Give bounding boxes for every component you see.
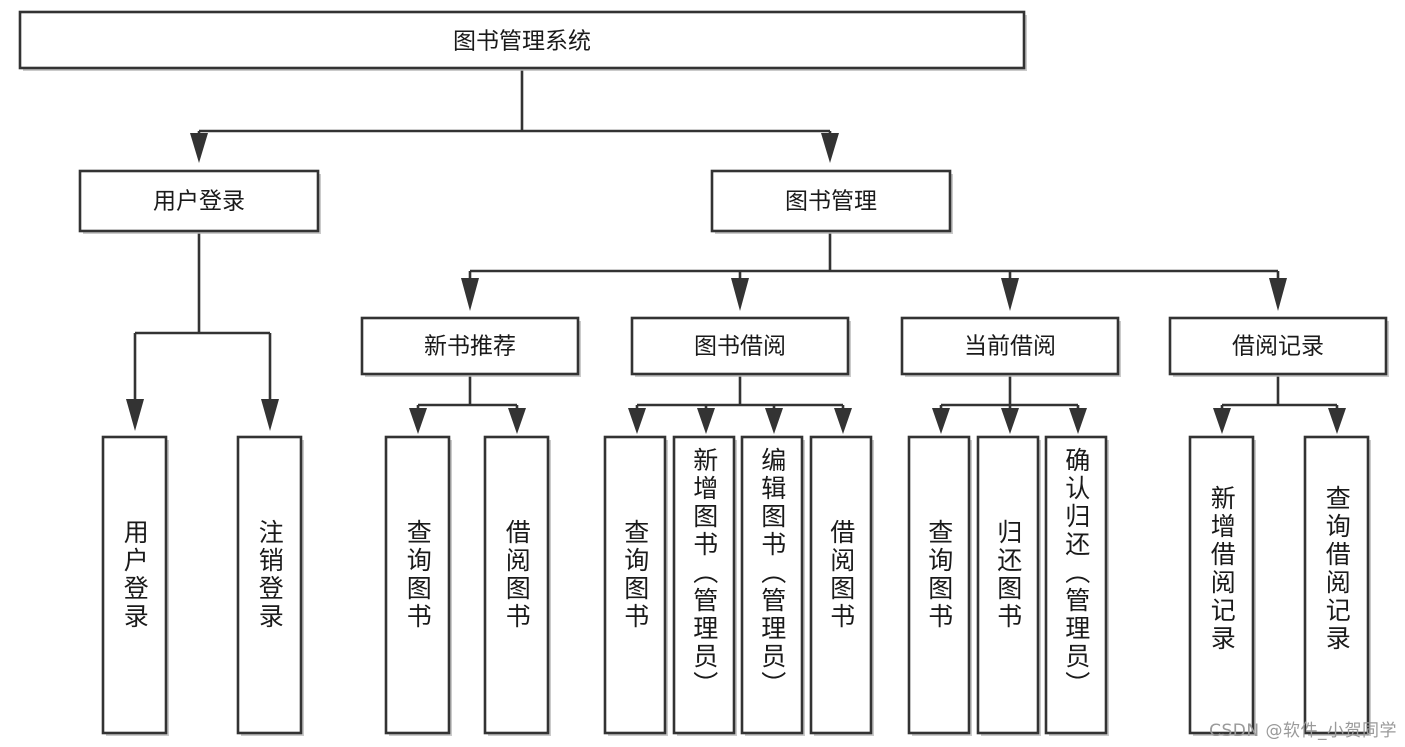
node-current-borrow-label: 当前借阅 — [964, 334, 1056, 360]
arrow-leaf-bb-2 — [697, 408, 715, 434]
leaf-box-br-2[interactable] — [1303, 435, 1370, 735]
leaf-box-cb-3[interactable] — [1044, 435, 1108, 735]
arrow-leaf-br-1 — [1213, 408, 1231, 434]
edge-group-book-borrow — [628, 376, 852, 434]
leaf-box-cb-2[interactable] — [976, 435, 1040, 735]
arrow-user-login — [190, 133, 208, 163]
node-new-book-rec-label: 新书推荐 — [424, 334, 516, 360]
csdn-watermark: CSDN @软件_小贺同学 — [1209, 721, 1397, 741]
arrow-leaf-cb-1 — [932, 408, 950, 434]
node-root-label: 图书管理系统 — [453, 29, 591, 55]
node-root[interactable]: 图书管理系统 — [18, 10, 1027, 71]
arrow-leaf-nbr-1 — [409, 408, 427, 434]
edge-group-user-login — [126, 233, 279, 431]
leaf-box-group — [101, 435, 1371, 736]
leaf-box-nbr-1[interactable] — [384, 435, 451, 735]
edge-group-new-book-rec — [409, 376, 526, 434]
arrow-current-borrow — [1001, 278, 1019, 311]
node-book-borrow-box[interactable] — [630, 316, 850, 376]
arrow-leaf-cb-3 — [1069, 408, 1087, 434]
node-user-login[interactable]: 用户登录 — [78, 169, 321, 234]
leaf-box-ul-2[interactable] — [236, 435, 303, 735]
node-book-borrow-label: 图书借阅 — [694, 334, 786, 360]
node-borrow-record-box[interactable] — [1168, 316, 1388, 376]
node-user-login-label: 用户登录 — [153, 189, 245, 215]
node-book-manage-label: 图书管理 — [785, 189, 877, 215]
leaf-box-bb-3[interactable] — [740, 435, 804, 735]
leaf-box-ul-1[interactable] — [101, 435, 168, 735]
node-current-borrow-box[interactable] — [900, 316, 1120, 376]
leaf-box-bb-2[interactable] — [672, 435, 736, 735]
node-borrow-record-label: 借阅记录 — [1232, 334, 1324, 360]
node-current-borrow[interactable]: 当前借阅 — [900, 316, 1121, 377]
node-book-manage-box[interactable] — [710, 169, 952, 233]
edge-group-current-borrow — [932, 376, 1087, 434]
arrow-new-book-rec — [461, 278, 479, 311]
node-new-book-rec-box[interactable] — [360, 316, 580, 376]
arrow-book-manage — [821, 133, 839, 163]
leaf-box-cb-1[interactable] — [907, 435, 971, 735]
leaf-box-bb-4[interactable] — [809, 435, 873, 735]
node-borrow-record[interactable]: 借阅记录 — [1168, 316, 1389, 377]
edge-group-book-manage — [461, 233, 1287, 311]
arrow-leaf-nbr-2 — [508, 408, 526, 434]
arrow-book-borrow — [731, 278, 749, 311]
arrow-leaf-br-2 — [1328, 408, 1346, 434]
leaf-box-bb-1[interactable] — [603, 435, 667, 735]
arrow-leaf-bb-3 — [765, 408, 783, 434]
edge-group-root — [190, 70, 839, 163]
node-new-book-rec[interactable]: 新书推荐 — [360, 316, 581, 377]
leaf-box-nbr-2[interactable] — [483, 435, 550, 735]
arrow-leaf-bb-4 — [834, 408, 852, 434]
node-user-login-box[interactable] — [78, 169, 320, 233]
node-book-manage[interactable]: 图书管理 — [710, 169, 953, 234]
arrow-leaf-ul-1 — [126, 399, 144, 431]
edge-group-borrow-record — [1213, 376, 1346, 434]
arrow-borrow-record — [1269, 278, 1287, 311]
node-root-box[interactable] — [18, 10, 1026, 70]
arrow-leaf-bb-1 — [628, 408, 646, 434]
node-book-borrow[interactable]: 图书借阅 — [630, 316, 851, 377]
arrow-leaf-cb-2 — [1001, 408, 1019, 434]
leaf-box-br-1[interactable] — [1188, 435, 1255, 735]
arrow-leaf-ul-2 — [261, 399, 279, 431]
